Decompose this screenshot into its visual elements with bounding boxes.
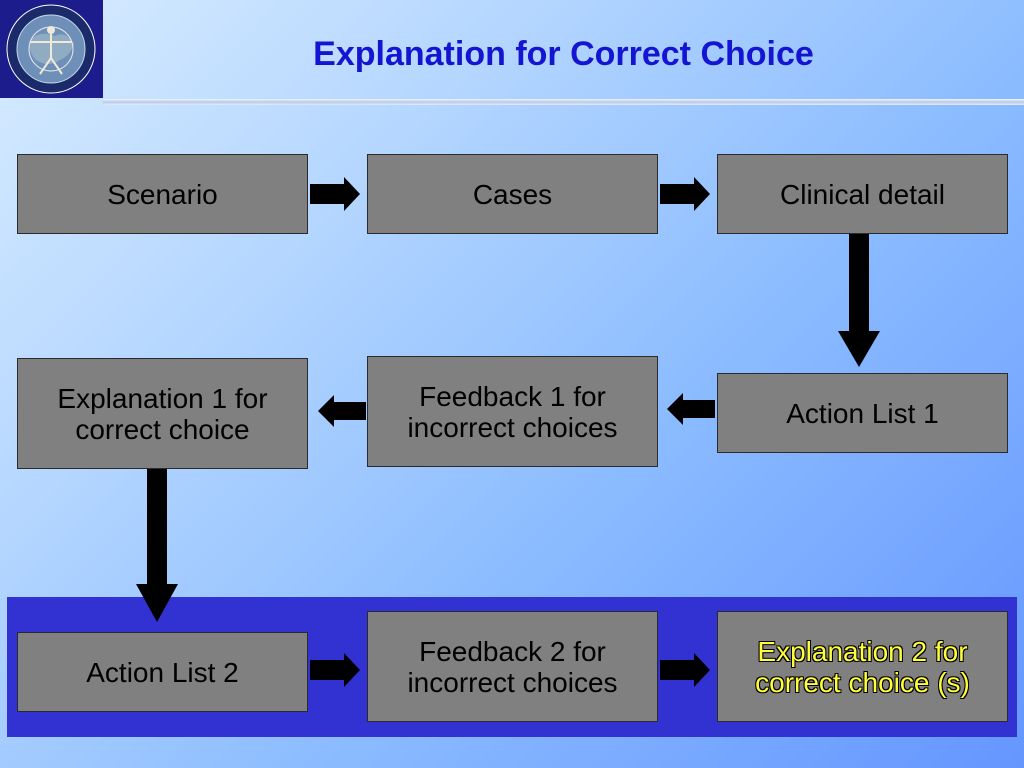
action-list-2-box: Action List 2 — [17, 632, 308, 712]
explanation-2-box: Explanation 2 for correct choice (s) — [717, 611, 1008, 722]
arrow-right-icon — [660, 653, 710, 687]
explanation-1-box: Explanation 1 for correct choice — [17, 358, 308, 469]
cases-box: Cases — [367, 154, 658, 234]
arrow-left-icon — [667, 393, 715, 425]
feedback-1-label: Feedback 1 for incorrect choices — [407, 380, 618, 443]
clinical-detail-label: Clinical detail — [780, 178, 945, 210]
arrow-down-icon — [136, 469, 178, 622]
arrow-left-icon — [318, 395, 366, 427]
explanation-1-label: Explanation 1 for correct choice — [57, 382, 268, 445]
arrow-right-icon — [660, 177, 710, 211]
action-list-1-box: Action List 1 — [717, 373, 1008, 453]
arrow-right-icon — [310, 653, 360, 687]
explanation-2-label: Explanation 2 for correct choice (s) — [755, 635, 970, 698]
header: Explanation for Correct Choice — [0, 0, 1024, 105]
clinical-detail-box: Clinical detail — [717, 154, 1008, 234]
feedback-2-box: Feedback 2 for incorrect choices — [367, 611, 658, 722]
arrow-right-icon — [310, 177, 360, 211]
page-title: Explanation for Correct Choice — [313, 35, 814, 73]
feedback-2-label: Feedback 2 for incorrect choices — [407, 635, 618, 698]
action-list-2-label: Action List 2 — [86, 656, 239, 688]
scenario-box: Scenario — [17, 154, 308, 234]
action-list-1-label: Action List 1 — [786, 397, 939, 429]
arrow-down-icon — [838, 234, 880, 367]
header-divider — [103, 99, 1024, 105]
feedback-1-box: Feedback 1 for incorrect choices — [367, 356, 658, 467]
cases-label: Cases — [472, 178, 553, 210]
vitruvian-globe-logo-icon — [0, 0, 103, 98]
scenario-label: Scenario — [107, 178, 218, 210]
